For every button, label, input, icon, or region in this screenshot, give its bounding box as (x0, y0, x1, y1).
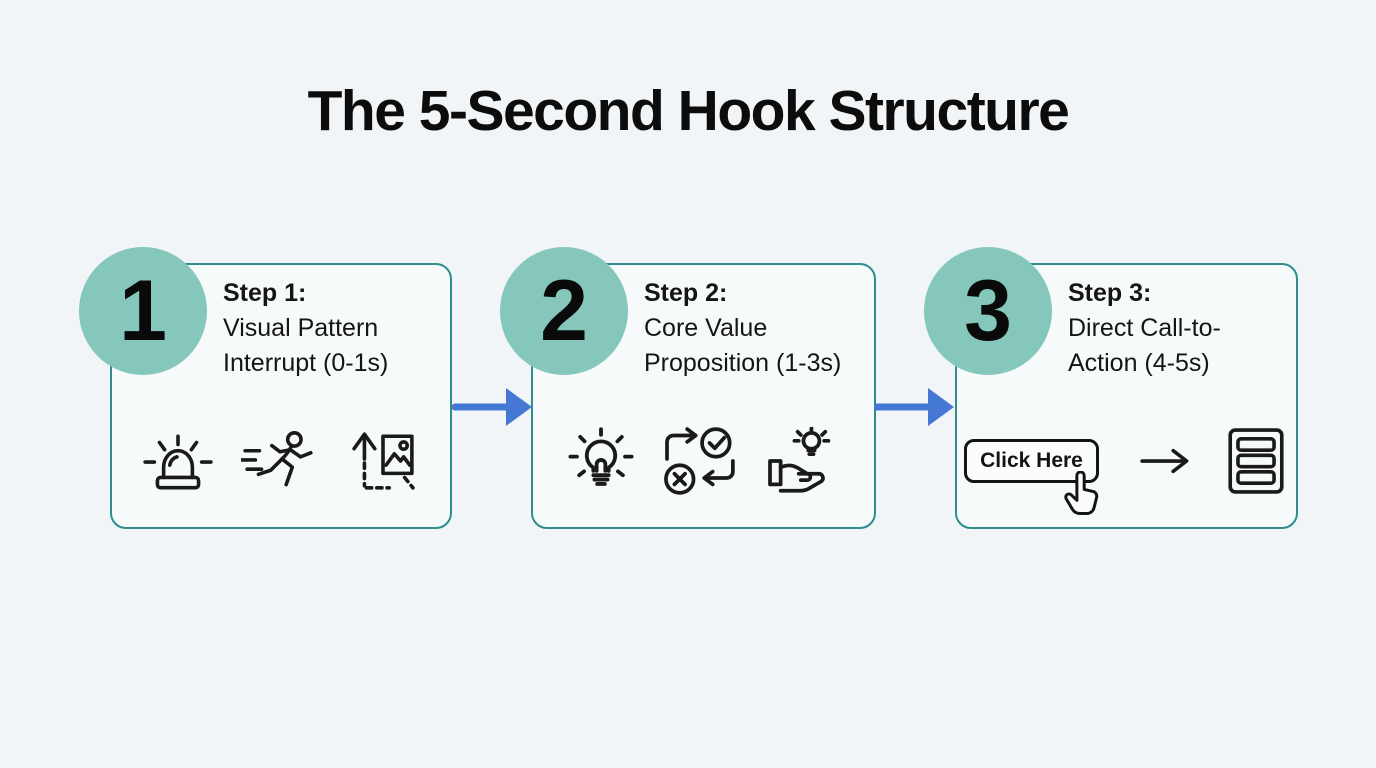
step-3-card: 3 Step 3: Direct Call-to- Action (4-5s) … (924, 247, 1298, 529)
step-3-number-badge: 3 (924, 247, 1052, 375)
step-2-heading: Step 2: (644, 279, 728, 307)
list-icon (1228, 427, 1284, 494)
arrow-right-icon (1140, 448, 1189, 473)
step-1-card: 1 Step 1: Visual Pattern Interrupt (0-1s… (79, 247, 452, 529)
step-3-desc-line2: Action (4-5s) (1068, 349, 1210, 377)
siren-icon (143, 434, 213, 490)
step-1-desc-line1: Visual Pattern (223, 314, 379, 342)
step-1-text: Step 1: Visual Pattern Interrupt (0-1s) (223, 276, 388, 381)
step-2-icons (533, 413, 874, 508)
step-3-icons: Click Here (957, 413, 1296, 515)
step-2-desc-line2: Proposition (1-3s) (644, 349, 842, 377)
step-1-heading: Step 1: (223, 279, 307, 307)
step-1-desc-line2: Interrupt (0-1s) (223, 349, 389, 377)
step-3-number: 3 (964, 263, 1012, 359)
runner-icon (241, 430, 313, 486)
image-growth-icon (352, 431, 415, 490)
connector-arrow-2 (874, 388, 954, 426)
step-3-text: Step 3: Direct Call-to- Action (4-5s) (1068, 276, 1221, 381)
step-1-number: 1 (119, 263, 167, 359)
lightbulb-icon (567, 426, 634, 486)
step-1-number-badge: 1 (79, 247, 207, 375)
decision-check-x-icon (663, 426, 735, 495)
step-2-number-badge: 2 (500, 247, 628, 375)
step-1-icons (112, 413, 450, 508)
step-2-desc-line1: Core Value (644, 314, 768, 342)
click-here-button-graphic: Click Here (964, 438, 1099, 515)
cursor-hand-icon (1064, 470, 1099, 515)
step-3-desc-line1: Direct Call-to- (1068, 314, 1221, 342)
step-2-number: 2 (540, 263, 588, 359)
step-2-card: 2 Step 2: Core Value Proposition (1-3s) (500, 247, 876, 529)
step-2-text: Step 2: Core Value Proposition (1-3s) (644, 276, 841, 381)
page-title: The 5-Second Hook Structure (307, 79, 1070, 143)
connector-arrow-1 (452, 388, 532, 426)
hand-bulb-icon (767, 426, 830, 493)
step-3-heading: Step 3: (1068, 279, 1152, 307)
